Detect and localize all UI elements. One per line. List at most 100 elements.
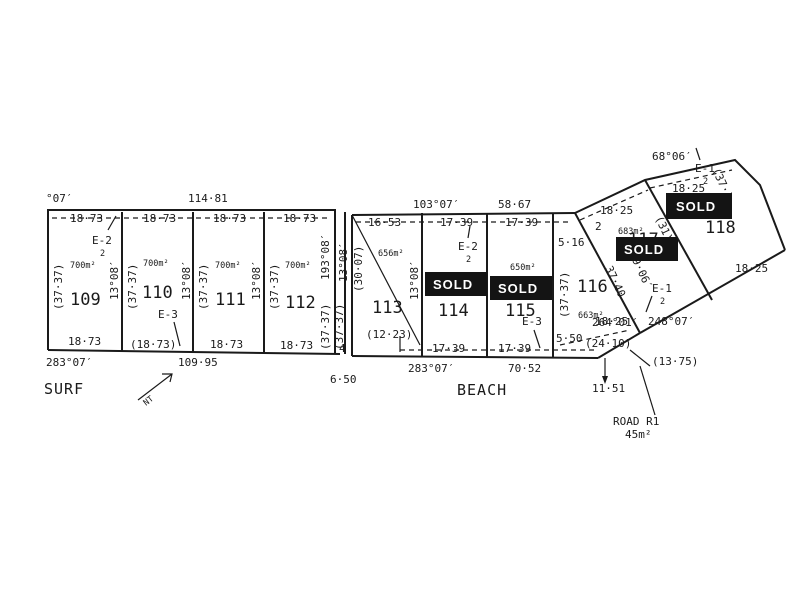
lot-width-109-bottom: 18·73 bbox=[68, 335, 101, 348]
sold-stamp-118: SOLD bbox=[666, 193, 732, 219]
bearing-bottom-mid: 283°07′ bbox=[408, 362, 454, 375]
lot-depth-111: (37·37) bbox=[197, 264, 210, 310]
lot-width-114-top: 17·39 bbox=[440, 216, 473, 229]
side-bearing-113: 13°08′ bbox=[408, 260, 421, 300]
side-bearing-111: 13°08′ bbox=[180, 260, 193, 300]
lot-depth-116: (37·37) bbox=[558, 272, 571, 318]
lot-area-110: 700m² bbox=[143, 259, 169, 269]
gap-label-2: 2 bbox=[595, 220, 602, 233]
lot-number-114: 114 bbox=[438, 301, 469, 321]
north-arrow-label: NT bbox=[142, 394, 156, 408]
svg-text:E-2: E-2 bbox=[92, 234, 112, 247]
bearing-top-mid: 103°07′ bbox=[413, 198, 459, 211]
lot-width-115-bottom: 17·39 bbox=[498, 342, 531, 355]
svg-text:E-1: E-1 bbox=[695, 162, 715, 175]
lot-number-118: 118 bbox=[705, 218, 736, 238]
easement-109: E-2 2 bbox=[92, 215, 117, 259]
lot-area-109: 700m² bbox=[70, 261, 96, 271]
lot-area-113: 656m² bbox=[378, 249, 404, 259]
lot-number-109: 109 bbox=[70, 290, 101, 310]
lot-width-110-bottom: (18·73) bbox=[130, 338, 176, 351]
lot-width-113-bottom: (12·23) bbox=[366, 328, 412, 341]
lot-width-117-bottom: 18·25 bbox=[595, 315, 628, 328]
street-name-surf: SURF bbox=[44, 380, 84, 398]
lot-width-111-bottom: 18·73 bbox=[210, 338, 243, 351]
easement-115: E-3 bbox=[522, 315, 542, 349]
easement-114: E-2 2 bbox=[458, 225, 478, 265]
lot-width-115-top: 17·39 bbox=[505, 216, 538, 229]
bearing-bottom-left: 283°07′ bbox=[46, 356, 92, 369]
gap-depth-left: (37·37) bbox=[319, 304, 332, 350]
lot-width-109-top: 18·73 bbox=[70, 212, 103, 225]
lot-width-112-bottom: 18·73 bbox=[280, 339, 313, 352]
side-bearing-112: 13°08′ bbox=[250, 260, 263, 300]
split-bearing: 193°08′ bbox=[319, 234, 332, 280]
lot-number-116: 116 bbox=[577, 277, 608, 297]
svg-text:2: 2 bbox=[100, 249, 105, 259]
sold-stamp-117: SOLD bbox=[616, 237, 678, 261]
lot-area-115: 650m² bbox=[510, 263, 536, 273]
road-r1-area: 45m² bbox=[625, 428, 652, 441]
lot-area-116: 663m² bbox=[578, 311, 604, 321]
dim-top-left-total: 114·81 bbox=[188, 192, 228, 205]
svg-text:2: 2 bbox=[660, 297, 665, 307]
lot-width-116-top: 5·16 bbox=[558, 236, 585, 249]
road-r1-label: ROAD R1 bbox=[613, 415, 659, 428]
road-arrows bbox=[602, 349, 656, 416]
lot-number-111: 111 bbox=[215, 290, 246, 310]
lot-depth-110: (37·37) bbox=[126, 264, 139, 310]
lot-depth-113: (30·07) bbox=[352, 246, 365, 292]
gap-depth-right: (37·37) bbox=[333, 304, 346, 350]
easement-110: E-3 bbox=[158, 308, 181, 347]
svg-text:SOLD: SOLD bbox=[624, 242, 664, 257]
lot-width-118-top: 18·25 bbox=[672, 182, 705, 195]
side-bearing-110: 13°08′ bbox=[108, 260, 121, 300]
easement-116: E-1 2 bbox=[645, 282, 672, 313]
gap-bearing: 13°08′ bbox=[337, 242, 350, 282]
sold-stamp-115: SOLD bbox=[490, 276, 552, 300]
svg-text:SOLD: SOLD bbox=[498, 281, 538, 296]
svg-text:E-3: E-3 bbox=[522, 315, 542, 328]
svg-text:SOLD: SOLD bbox=[433, 277, 473, 292]
lot-width-113-top: 16·53 bbox=[368, 216, 401, 229]
sold-stamp-114: SOLD bbox=[425, 272, 487, 296]
gap-lot-4: 4 bbox=[339, 342, 346, 355]
dim-road-split-2: 11·51 bbox=[592, 382, 625, 395]
right-block bbox=[559, 158, 786, 359]
dim-road-split-3: (13·75) bbox=[652, 355, 698, 368]
lot-number-112: 112 bbox=[285, 293, 316, 313]
svg-text:E-1: E-1 bbox=[652, 282, 672, 295]
lot-area-112: 700m² bbox=[285, 261, 311, 271]
svg-text:SOLD: SOLD bbox=[676, 199, 716, 214]
svg-text:2: 2 bbox=[466, 255, 471, 265]
svg-text:E-3: E-3 bbox=[158, 308, 178, 321]
left-block bbox=[47, 209, 341, 355]
lot-width-114-bottom: 17·39 bbox=[432, 342, 465, 355]
lot-width-110-top: 18·73 bbox=[143, 212, 176, 225]
lot-width-112-top: 18·73 bbox=[283, 212, 316, 225]
bearing-right-top: 68°06′ bbox=[652, 150, 692, 163]
svg-text:E-2: E-2 bbox=[458, 240, 478, 253]
lot-area-117: 683m² bbox=[618, 227, 644, 237]
dim-top-right-total: 58·67 bbox=[498, 198, 531, 211]
dim-gap-width: 6·50 bbox=[330, 373, 357, 386]
svg-text:2: 2 bbox=[703, 177, 708, 187]
bearing-top-left: °07′ bbox=[46, 192, 73, 205]
dim-bottom-mid-total: 70·52 bbox=[508, 362, 541, 375]
lot-width-118-bottom: 18·25 bbox=[735, 262, 768, 275]
bearing-bottom-right: 248°07′ bbox=[648, 315, 694, 328]
lot-number-115: 115 bbox=[505, 301, 536, 321]
lot-area-111: 700m² bbox=[215, 261, 241, 271]
lot-width-117-top: 18·25 bbox=[600, 204, 633, 217]
north-arrow-icon: NT bbox=[137, 373, 173, 408]
lot-width-116-bottom: 5·50 bbox=[556, 332, 583, 345]
dim-bottom-left-total: 109·95 bbox=[178, 356, 218, 369]
lot-number-113: 113 bbox=[372, 298, 403, 318]
lot-depth-112: (37·37) bbox=[268, 264, 281, 310]
street-name-beach: BEACH bbox=[457, 381, 507, 399]
lot-depth-109: (37·37) bbox=[52, 264, 65, 310]
lot-width-111-top: 18·73 bbox=[213, 212, 246, 225]
bearing-lot-116-corner: 264°01′ bbox=[592, 316, 638, 329]
dim-road-split-1: (24·10) bbox=[585, 337, 631, 350]
